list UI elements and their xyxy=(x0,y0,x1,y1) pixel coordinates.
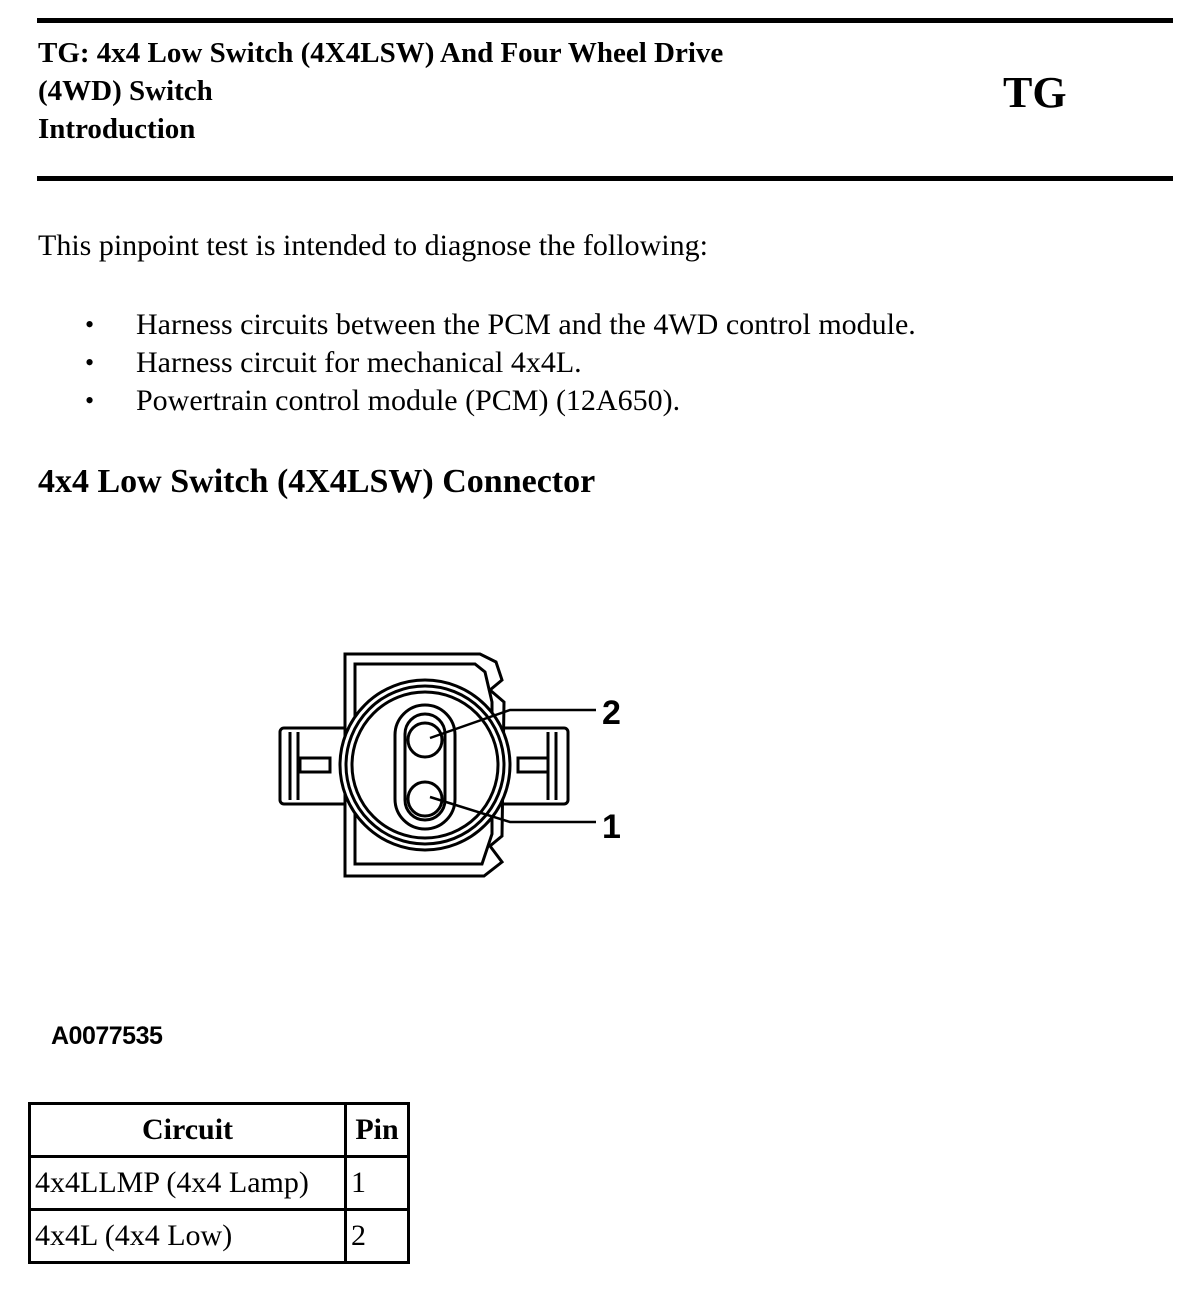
title-line-3: Introduction xyxy=(38,113,196,145)
cell-circuit: 4x4L (4x4 Low) xyxy=(28,1208,347,1264)
list-item: •Harness circuit for mechanical 4x4L. xyxy=(0,344,916,382)
cell-pin: 1 xyxy=(344,1155,410,1211)
table-header-row: Circuit Pin xyxy=(28,1102,410,1158)
page-header-title: TG: 4x4 Low Switch (4X4LSW) And Four Whe… xyxy=(38,34,938,148)
header-pin: Pin xyxy=(344,1102,410,1158)
title-line-2: (4WD) Switch xyxy=(38,75,213,107)
top-rule xyxy=(37,18,1173,23)
section-title: 4x4 Low Switch (4X4LSW) Connector xyxy=(38,463,596,500)
intro-text: This pinpoint test is intended to diagno… xyxy=(38,229,708,262)
leader-line-1 xyxy=(429,795,596,824)
circuit-pin-table: Circuit Pin 4x4LLMP (4x4 Lamp) 1 4x4L (4… xyxy=(28,1102,410,1264)
list-item: •Powertrain control module (PCM) (12A650… xyxy=(0,382,916,420)
pin-1 xyxy=(406,780,444,818)
connector-diagram: 2 1 xyxy=(278,652,621,878)
pin-label-2: 2 xyxy=(602,694,621,732)
figure-id: A0077535 xyxy=(51,1022,163,1050)
leader-line-2 xyxy=(429,708,596,740)
list-item: •Harness circuits between the PCM and th… xyxy=(0,306,916,344)
bullet-icon: • xyxy=(85,386,95,415)
title-line-1: TG: 4x4 Low Switch (4X4LSW) And Four Whe… xyxy=(38,37,724,69)
table-row: 4x4LLMP (4x4 Lamp) 1 xyxy=(28,1155,410,1211)
cell-circuit: 4x4LLMP (4x4 Lamp) xyxy=(28,1155,347,1211)
bottom-rule xyxy=(37,176,1173,181)
diagnosis-list: •Harness circuits between the PCM and th… xyxy=(0,306,916,420)
table-row: 4x4L (4x4 Low) 2 xyxy=(28,1208,410,1264)
header-circuit: Circuit xyxy=(28,1102,347,1158)
pin-2 xyxy=(406,721,444,759)
bullet-icon: • xyxy=(85,348,95,377)
cell-pin: 2 xyxy=(344,1208,410,1264)
test-code: TG xyxy=(1003,68,1067,117)
pin-slot xyxy=(393,703,457,831)
bullet-icon: • xyxy=(85,310,95,339)
pin-label-1: 1 xyxy=(602,808,621,846)
